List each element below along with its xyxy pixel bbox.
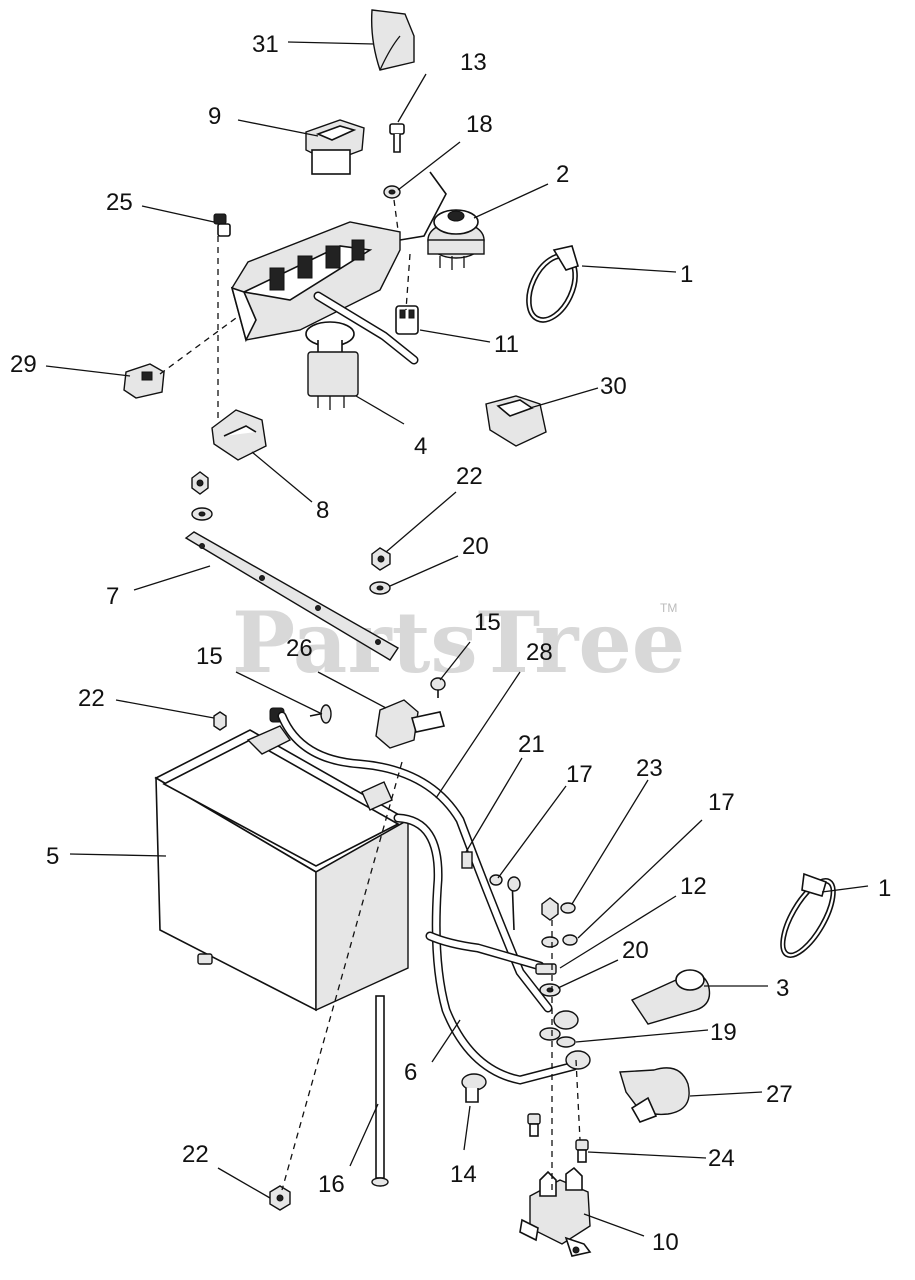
callout-22-c: 22 — [182, 1141, 209, 1168]
part-21-wire[interactable] — [425, 851, 545, 971]
part-23-clip[interactable] — [560, 902, 576, 914]
part-5-battery[interactable] — [154, 707, 410, 1012]
callout-28: 28 — [526, 639, 553, 666]
leader-lines — [45, 41, 869, 1237]
part-11-connector[interactable] — [313, 291, 419, 365]
part-26-terminal-cover[interactable] — [375, 699, 446, 749]
callout-15-a: 15 — [196, 643, 223, 670]
switch-panel-housing — [230, 221, 401, 343]
part-1-cable-tie-top[interactable] — [517, 245, 587, 330]
part-24-screw[interactable] — [575, 1139, 589, 1163]
callout-3: 3 — [776, 975, 789, 1002]
callout-29: 29 — [10, 351, 37, 378]
part-22-nut-bottom[interactable] — [269, 1185, 291, 1211]
callout-4: 4 — [414, 433, 427, 460]
callout-13: 13 — [460, 49, 487, 76]
callout-27: 27 — [766, 1081, 793, 1108]
part-28-positive-cable[interactable] — [277, 711, 579, 1030]
part-20-washer-upper[interactable] — [369, 581, 391, 595]
part-27-terminal-boot[interactable] — [619, 1067, 690, 1123]
part-2-ignition-switch[interactable] — [399, 171, 485, 270]
part-4-pto-switch[interactable] — [305, 321, 359, 410]
callout-20-a: 20 — [462, 533, 489, 560]
callout-12: 12 — [680, 873, 707, 900]
callout-16: 16 — [318, 1171, 345, 1198]
part-3-terminal-boot[interactable] — [630, 969, 711, 1025]
part-13-screw[interactable] — [389, 123, 405, 153]
nut-upper-left[interactable] — [191, 471, 209, 495]
part-15-bolt-left[interactable] — [309, 704, 332, 724]
callout-10: 10 — [652, 1229, 679, 1256]
callout-21: 21 — [518, 731, 545, 758]
part-15-bolt-right[interactable] — [430, 677, 446, 698]
part-17-nut-a[interactable] — [489, 874, 503, 886]
callout-11: 11 — [494, 331, 519, 358]
callout-26: 26 — [286, 635, 313, 662]
callout-19: 19 — [710, 1019, 737, 1046]
callout-7: 7 — [106, 583, 119, 610]
part-1-cable-tie-right[interactable] — [770, 871, 845, 965]
callout-17-a: 17 — [566, 761, 593, 788]
callout-25: 25 — [106, 189, 133, 216]
callout-8: 8 — [316, 497, 329, 524]
callout-1-top: 1 — [680, 261, 693, 288]
part-20-washer-lower[interactable] — [539, 983, 561, 997]
nut-right-upper[interactable] — [541, 897, 559, 921]
callout-23: 23 — [636, 755, 663, 782]
part-22-nut-left[interactable] — [213, 711, 227, 731]
callout-6: 6 — [404, 1059, 417, 1086]
part-10-solenoid[interactable] — [519, 1166, 592, 1257]
screw-small-left[interactable] — [527, 1113, 541, 1137]
part-17-nut-b[interactable] — [562, 934, 578, 946]
washer-upper-left[interactable] — [191, 507, 213, 521]
callout-17-b: 17 — [708, 789, 735, 816]
watermark-trademark: TM — [660, 601, 677, 615]
part-16-rod[interactable] — [371, 995, 389, 1187]
part-7-strap[interactable] — [184, 531, 399, 661]
callout-14: 14 — [450, 1161, 477, 1188]
callout-15-b: 15 — [474, 609, 501, 636]
part-18-washer[interactable] — [383, 185, 401, 199]
part-31-cover[interactable] — [370, 9, 415, 71]
part-14-bolt[interactable] — [461, 1073, 487, 1103]
part-9-switch[interactable] — [305, 119, 365, 175]
part-6-negative-cable[interactable] — [393, 813, 591, 1085]
callout-31: 31 — [252, 31, 279, 58]
part-25-screw[interactable] — [213, 213, 231, 237]
part-12-bolt[interactable] — [535, 963, 557, 975]
callout-5: 5 — [46, 843, 59, 870]
callout-1-right: 1 — [878, 875, 891, 902]
callout-2: 2 — [556, 161, 569, 188]
part-22-nut-upper[interactable] — [371, 547, 391, 571]
callout-24: 24 — [708, 1145, 735, 1172]
callout-22-b: 22 — [78, 685, 105, 712]
washer-right-mid[interactable] — [541, 936, 559, 948]
callout-9: 9 — [208, 103, 221, 130]
part-30-relay[interactable] — [485, 395, 547, 447]
part-29-clip[interactable] — [123, 363, 165, 399]
callout-18: 18 — [466, 111, 493, 138]
callout-numbers: 31 13 9 18 2 25 1 11 29 30 4 22 8 20 7 1… — [10, 31, 891, 1256]
part-8-bracket[interactable] — [211, 409, 267, 461]
callout-20-b: 20 — [622, 937, 649, 964]
assembly-lines — [159, 199, 581, 1191]
callout-22-a: 22 — [456, 463, 483, 490]
part-19-washer[interactable] — [539, 1027, 576, 1048]
callout-30: 30 — [600, 373, 627, 400]
